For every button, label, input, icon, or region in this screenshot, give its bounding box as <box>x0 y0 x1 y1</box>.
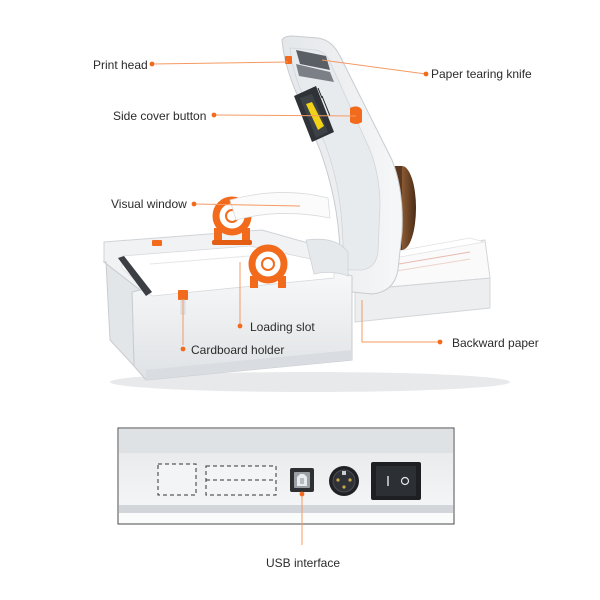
printer-shadow <box>110 372 510 392</box>
dot-side-cover-button <box>211 112 217 118</box>
leader-print-head <box>151 61 289 65</box>
label-backward-paper: Backward paper <box>452 336 539 350</box>
label-visual-window: Visual window <box>111 197 187 211</box>
label-cardboard-holder: Cardboard holder <box>191 343 285 357</box>
cardboard-holder-part <box>178 290 188 300</box>
dot-loading-slot <box>237 323 243 329</box>
knockout-small <box>157 463 197 496</box>
side-cover-button-part <box>350 106 362 124</box>
leader-side-cover-button <box>213 114 357 117</box>
power-socket-icon <box>329 466 359 496</box>
dot-usb-interface <box>299 491 305 497</box>
callout-leaders <box>151 59 440 345</box>
leader-backward-paper <box>361 300 440 343</box>
rocker-switch-icon <box>371 462 421 500</box>
printer-illustration <box>102 35 510 392</box>
dot-cardboard-holder <box>180 346 186 352</box>
label-print-head: Print head <box>93 58 148 72</box>
label-side-cover-button: Side cover button <box>113 109 207 123</box>
label-paper-tearing-knife: Paper tearing knife <box>431 67 532 81</box>
dot-backward-paper <box>437 339 443 345</box>
roll-holder-front <box>248 244 288 288</box>
callout-dots <box>149 61 443 352</box>
label-loading-slot: Loading slot <box>250 320 315 334</box>
rear-panel-inset <box>117 427 455 525</box>
leader-paper-tearing-knife <box>321 59 427 75</box>
printer-base <box>102 229 353 381</box>
dot-paper-tearing-knife <box>423 71 429 77</box>
leader-visual-window <box>193 203 301 207</box>
dot-print-head <box>149 61 155 67</box>
dot-visual-window <box>191 201 197 207</box>
label-usb-interface: USB interface <box>266 556 341 570</box>
usb-b-port-icon <box>290 468 314 492</box>
